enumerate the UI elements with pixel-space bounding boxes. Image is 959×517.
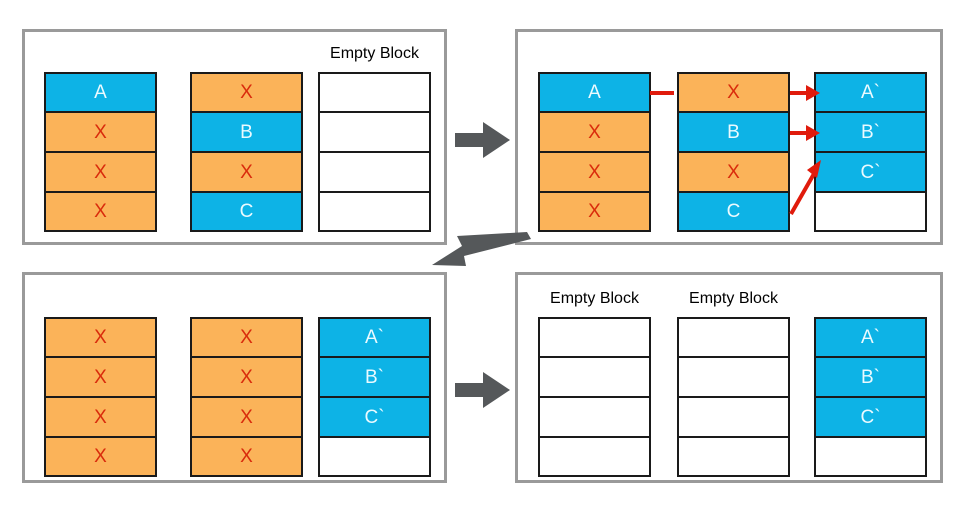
cell: A` [814,317,927,357]
cell [677,317,790,357]
cell: C` [814,152,927,192]
panel-step-2-copy-valid-pages: A X X X X B X C A` B` C` [515,29,943,245]
copy-arrow-b-icon [790,125,820,141]
panel-step-4-blocks-erased: Empty Block Empty Block A` B` C` [515,272,943,483]
panel-step-1-initial-state: A X X X X B X C Empty Block [22,29,447,245]
panel-bl-block-3: A` B` C` [318,317,431,477]
cell [538,317,651,357]
panel-tl-block-3: Empty Block [318,46,431,232]
cell: C [190,192,303,232]
cell: X [44,317,157,357]
panel-br-block-1-label: Empty Block [550,290,639,307]
panel-tl-block-3-label: Empty Block [330,45,419,62]
cell: A [44,72,157,112]
cell: A` [318,317,431,357]
cell: X [190,152,303,192]
cell: X [538,192,651,232]
panel-tr-block-1: A X X X [538,72,651,232]
cell: X [190,357,303,397]
cell: X [44,192,157,232]
panel-br-block-1: Empty Block [538,291,651,477]
cell: X [190,317,303,357]
panel-tl-block-1: A X X X [44,72,157,232]
panel-bl-block-1: X X X X [44,317,157,477]
cell [538,397,651,437]
cell: X [677,72,790,112]
cell: X [44,437,157,477]
flow-arrow-step3-to-step4-icon [455,372,510,408]
cell: X [44,112,157,152]
cell: A` [814,72,927,112]
copy-mark-dash-icon [650,91,674,95]
panel-br-block-2-label: Empty Block [689,290,778,307]
cell: B [190,112,303,152]
panel-step-3-old-pages-invalidated: X X X X X X X X A` B` C` [22,272,447,483]
copy-arrow-a-icon [790,85,820,101]
cell [318,437,431,477]
cell [814,437,927,477]
cell: X [44,397,157,437]
cell: X [190,437,303,477]
cell: X [44,357,157,397]
flow-arrow-step1-to-step2-icon [455,122,510,158]
cell: A [538,72,651,112]
cell: X [44,152,157,192]
cell [677,437,790,477]
cell [814,192,927,232]
cell [318,112,431,152]
cell: C` [814,397,927,437]
panel-br-block-3: A` B` C` [814,317,927,477]
cell [538,437,651,477]
cell: B` [318,357,431,397]
cell: B` [814,357,927,397]
cell: B [677,112,790,152]
cell [538,357,651,397]
cell: B` [814,112,927,152]
cell: X [190,72,303,112]
cell [677,357,790,397]
cell: C` [318,397,431,437]
panel-tr-block-2: X B X C [677,72,790,232]
cell [318,192,431,232]
cell: X [538,112,651,152]
cell: X [677,152,790,192]
cell: X [538,152,651,192]
cell [318,152,431,192]
cell: X [190,397,303,437]
panel-tl-block-2: X B X C [190,72,303,232]
copy-arrow-c-icon [789,160,821,215]
cell [677,397,790,437]
flow-arrow-step2-to-step3-icon [432,232,531,266]
cell: C [677,192,790,232]
panel-br-block-2: Empty Block [677,291,790,477]
panel-bl-block-2: X X X X [190,317,303,477]
panel-tr-block-3: A` B` C` [814,72,927,232]
cell [318,72,431,112]
